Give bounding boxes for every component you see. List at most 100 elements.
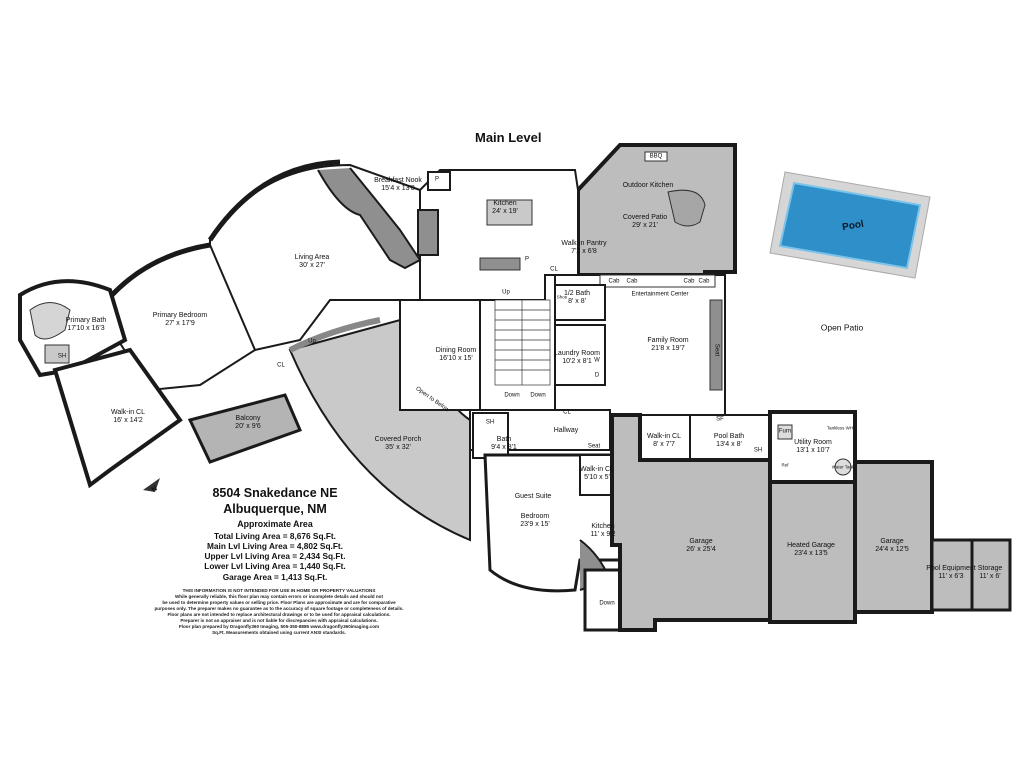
area-heading: Approximate Area (237, 519, 313, 529)
open-patio-label: Open Patio (820, 322, 864, 333)
cab-label: Cab (608, 278, 620, 285)
primary-bath-area (18, 279, 128, 378)
disclaimer-line: While generally reliable, this floor pla… (174, 593, 384, 599)
disclaimer-line: Sq.Ft. Measurements obtained using curre… (212, 629, 346, 635)
area-line: Garage Area = 1,413 Sq.Ft. (222, 571, 328, 582)
living-area (207, 159, 439, 352)
washer-label: W (594, 357, 600, 364)
disclaimer: THIS INFORMATION IS NOT INTENDED FOR USE… (124, 588, 434, 636)
hallway-area (469, 409, 771, 461)
sh-label: SH (485, 419, 495, 426)
disclaimer-line: THIS INFORMATION IS NOT INTENDED FOR USE… (182, 588, 376, 593)
seat-label: Seat (713, 343, 720, 357)
furnace-label: Furn (778, 428, 792, 435)
primary-bedroom-area (110, 242, 257, 392)
cab-label: Cab (698, 278, 710, 285)
stairs-down-label: Down (599, 600, 615, 607)
area-line: Lower Lvl Living Area = 1,440 Sq.Ft. (204, 561, 346, 572)
stairs-up-label: Up (502, 289, 510, 296)
disclaimer-line: be used to determine property values or … (162, 599, 396, 605)
sh-label: SH (57, 353, 67, 360)
kitchen-island (486, 199, 533, 226)
kitchen-area (419, 169, 579, 301)
ref-label: Ref (781, 462, 789, 468)
area-line: Upper Lvl Living Area = 2,434 Sq.Ft. (204, 551, 346, 562)
pool (769, 171, 931, 279)
dryer-label: D (594, 372, 600, 379)
disclaimer-line: purposes only. The preparer makes no gua… (154, 605, 404, 611)
water-tank-label: Water Tank (831, 464, 855, 470)
address-line1: 8504 Snakedance NE (212, 486, 338, 500)
disclaimer-line: Preparer is not an appraiser and is not … (180, 617, 378, 623)
seat-label: Seat (587, 443, 601, 450)
tankless-wh-label: Tankless WH (826, 425, 854, 431)
bbq-label: BBQ (649, 153, 663, 160)
compass-arrow-icon (143, 478, 160, 492)
cab-label: Cab (683, 278, 695, 285)
area-summary: Approximate Area Total Living Area = 8,6… (195, 519, 355, 582)
heated-garage-area (768, 480, 857, 624)
utility-room-area (768, 410, 857, 484)
balcony-area (187, 393, 303, 464)
bbq-icon (644, 151, 668, 162)
plan-title: Main Level (475, 130, 542, 145)
area-line: Main Lvl Living Area = 4,802 Sq.Ft. (207, 541, 343, 552)
cl-label: CL (277, 362, 285, 369)
pantry-p-label: P (524, 256, 530, 263)
sh-label: SH (753, 447, 763, 454)
guest-suite-area (483, 453, 642, 632)
stairs-down-label: Down (530, 392, 546, 399)
disclaimer-line: Floor plan prepared by Dragonfly360 Imag… (178, 623, 380, 629)
sf-label: SF (716, 416, 724, 423)
disclaimer-line: Floor plans are not intended to replace … (167, 611, 391, 617)
property-address: 8504 Snakedance NE Albuquerque, NM (195, 486, 355, 517)
covered-patio-area (576, 143, 737, 277)
garage-side-area (853, 460, 934, 614)
room-hallway: Hallway (553, 427, 579, 435)
walk-in-closet-primary-area (52, 347, 183, 489)
stairs-down-label: Down (504, 392, 520, 399)
cl-label: CL (550, 266, 558, 273)
shoe-label: Shoe (556, 294, 568, 300)
dining-stairs-area (399, 299, 551, 411)
room-outdoor-kitchen: Outdoor Kitchen (622, 182, 674, 190)
garage-main-area (610, 413, 772, 632)
room-guest-suite: Guest Suite (514, 493, 552, 501)
cl-label: CL (563, 409, 571, 416)
stairs-up-label: Up (308, 338, 316, 345)
family-room-area (554, 274, 726, 416)
pantry-p-label: P (434, 176, 440, 183)
area-line: Total Living Area = 8,676 Sq.Ft. (214, 530, 336, 541)
room-entertainment-center: Entertainment Center (631, 291, 689, 298)
cab-label: Cab (626, 278, 638, 285)
address-line2: Albuquerque, NM (223, 501, 327, 516)
storage-area (970, 538, 1012, 612)
